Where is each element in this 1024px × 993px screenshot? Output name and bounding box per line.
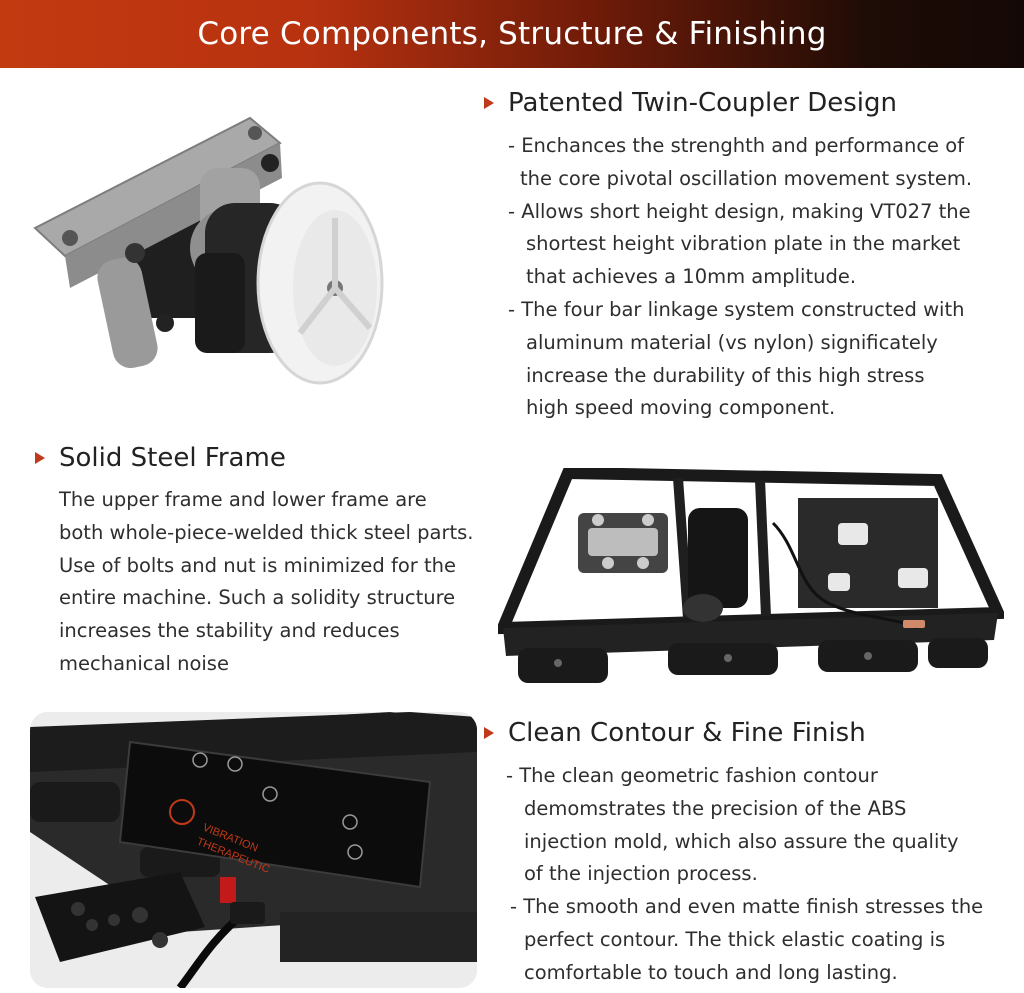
description-line: perfect contour. The thick elastic coati… — [524, 927, 946, 951]
description-line: shortest height vibration plate in the m… — [526, 232, 961, 256]
description-line: mechanical noise — [59, 651, 229, 675]
vibration-plate-image: VIBRATION THERAPEUTIC — [30, 712, 477, 988]
steel-frame-heading: Solid Steel Frame — [35, 443, 286, 473]
description-line: - Enchances the strenghth and performanc… — [508, 134, 965, 157]
description-line: increases the stability and reduces — [59, 619, 400, 643]
description-line: of the injection process. — [524, 862, 758, 886]
description-line: comfortable to touch and long lasting. — [524, 960, 898, 984]
description-line: both whole-piece-welded thick steel part… — [59, 520, 474, 544]
steel-frame-heading-text: Solid Steel Frame — [59, 443, 286, 473]
description-line: - The clean geometric fashion contour — [506, 764, 878, 787]
description-line: Use of bolts and nut is minimized for th… — [59, 553, 456, 577]
description-line: the core pivotal oscillation movement sy… — [520, 166, 973, 190]
description-line: demomstrates the precision of the ABS — [524, 796, 907, 820]
description-line: aluminum material (vs nylon) significate… — [526, 330, 938, 354]
description-line: injection mold, which also assure the qu… — [524, 829, 959, 853]
header-banner: Core Components, Structure & Finishing — [0, 0, 1024, 68]
description-line: increase the durability of this high str… — [526, 363, 925, 387]
triangle-bullet-icon — [35, 452, 45, 464]
description-line: - Allows short height design, making VT0… — [508, 199, 971, 223]
contour-heading: Clean Contour & Fine Finish — [484, 718, 866, 748]
contour-description: - The clean geometric fashion contour de… — [506, 760, 983, 990]
contour-heading-text: Clean Contour & Fine Finish — [508, 718, 866, 748]
description-line: that achieves a 10mm amplitude. — [526, 265, 857, 289]
twin-coupler-description: - Enchances the strenghth and performanc… — [508, 130, 972, 425]
steel-frame-description: The upper frame and lower frame are both… — [59, 484, 473, 681]
triangle-bullet-icon — [484, 727, 494, 739]
description-line: The upper frame and lower frame are — [59, 488, 427, 511]
page-title: Core Components, Structure & Finishing — [197, 16, 827, 52]
triangle-bullet-icon — [484, 97, 494, 109]
description-line: high speed moving component. — [526, 396, 836, 420]
twin-coupler-image — [30, 88, 390, 398]
description-line: - The four bar linkage system constructe… — [508, 297, 965, 321]
description-line: - The smooth and even matte finish stres… — [510, 895, 984, 919]
twin-coupler-heading: Patented Twin-Coupler Design — [484, 88, 897, 118]
description-line: entire machine. Such a solidity structur… — [59, 586, 456, 610]
twin-coupler-heading-text: Patented Twin-Coupler Design — [508, 88, 897, 118]
steel-frame-image — [498, 468, 1004, 700]
